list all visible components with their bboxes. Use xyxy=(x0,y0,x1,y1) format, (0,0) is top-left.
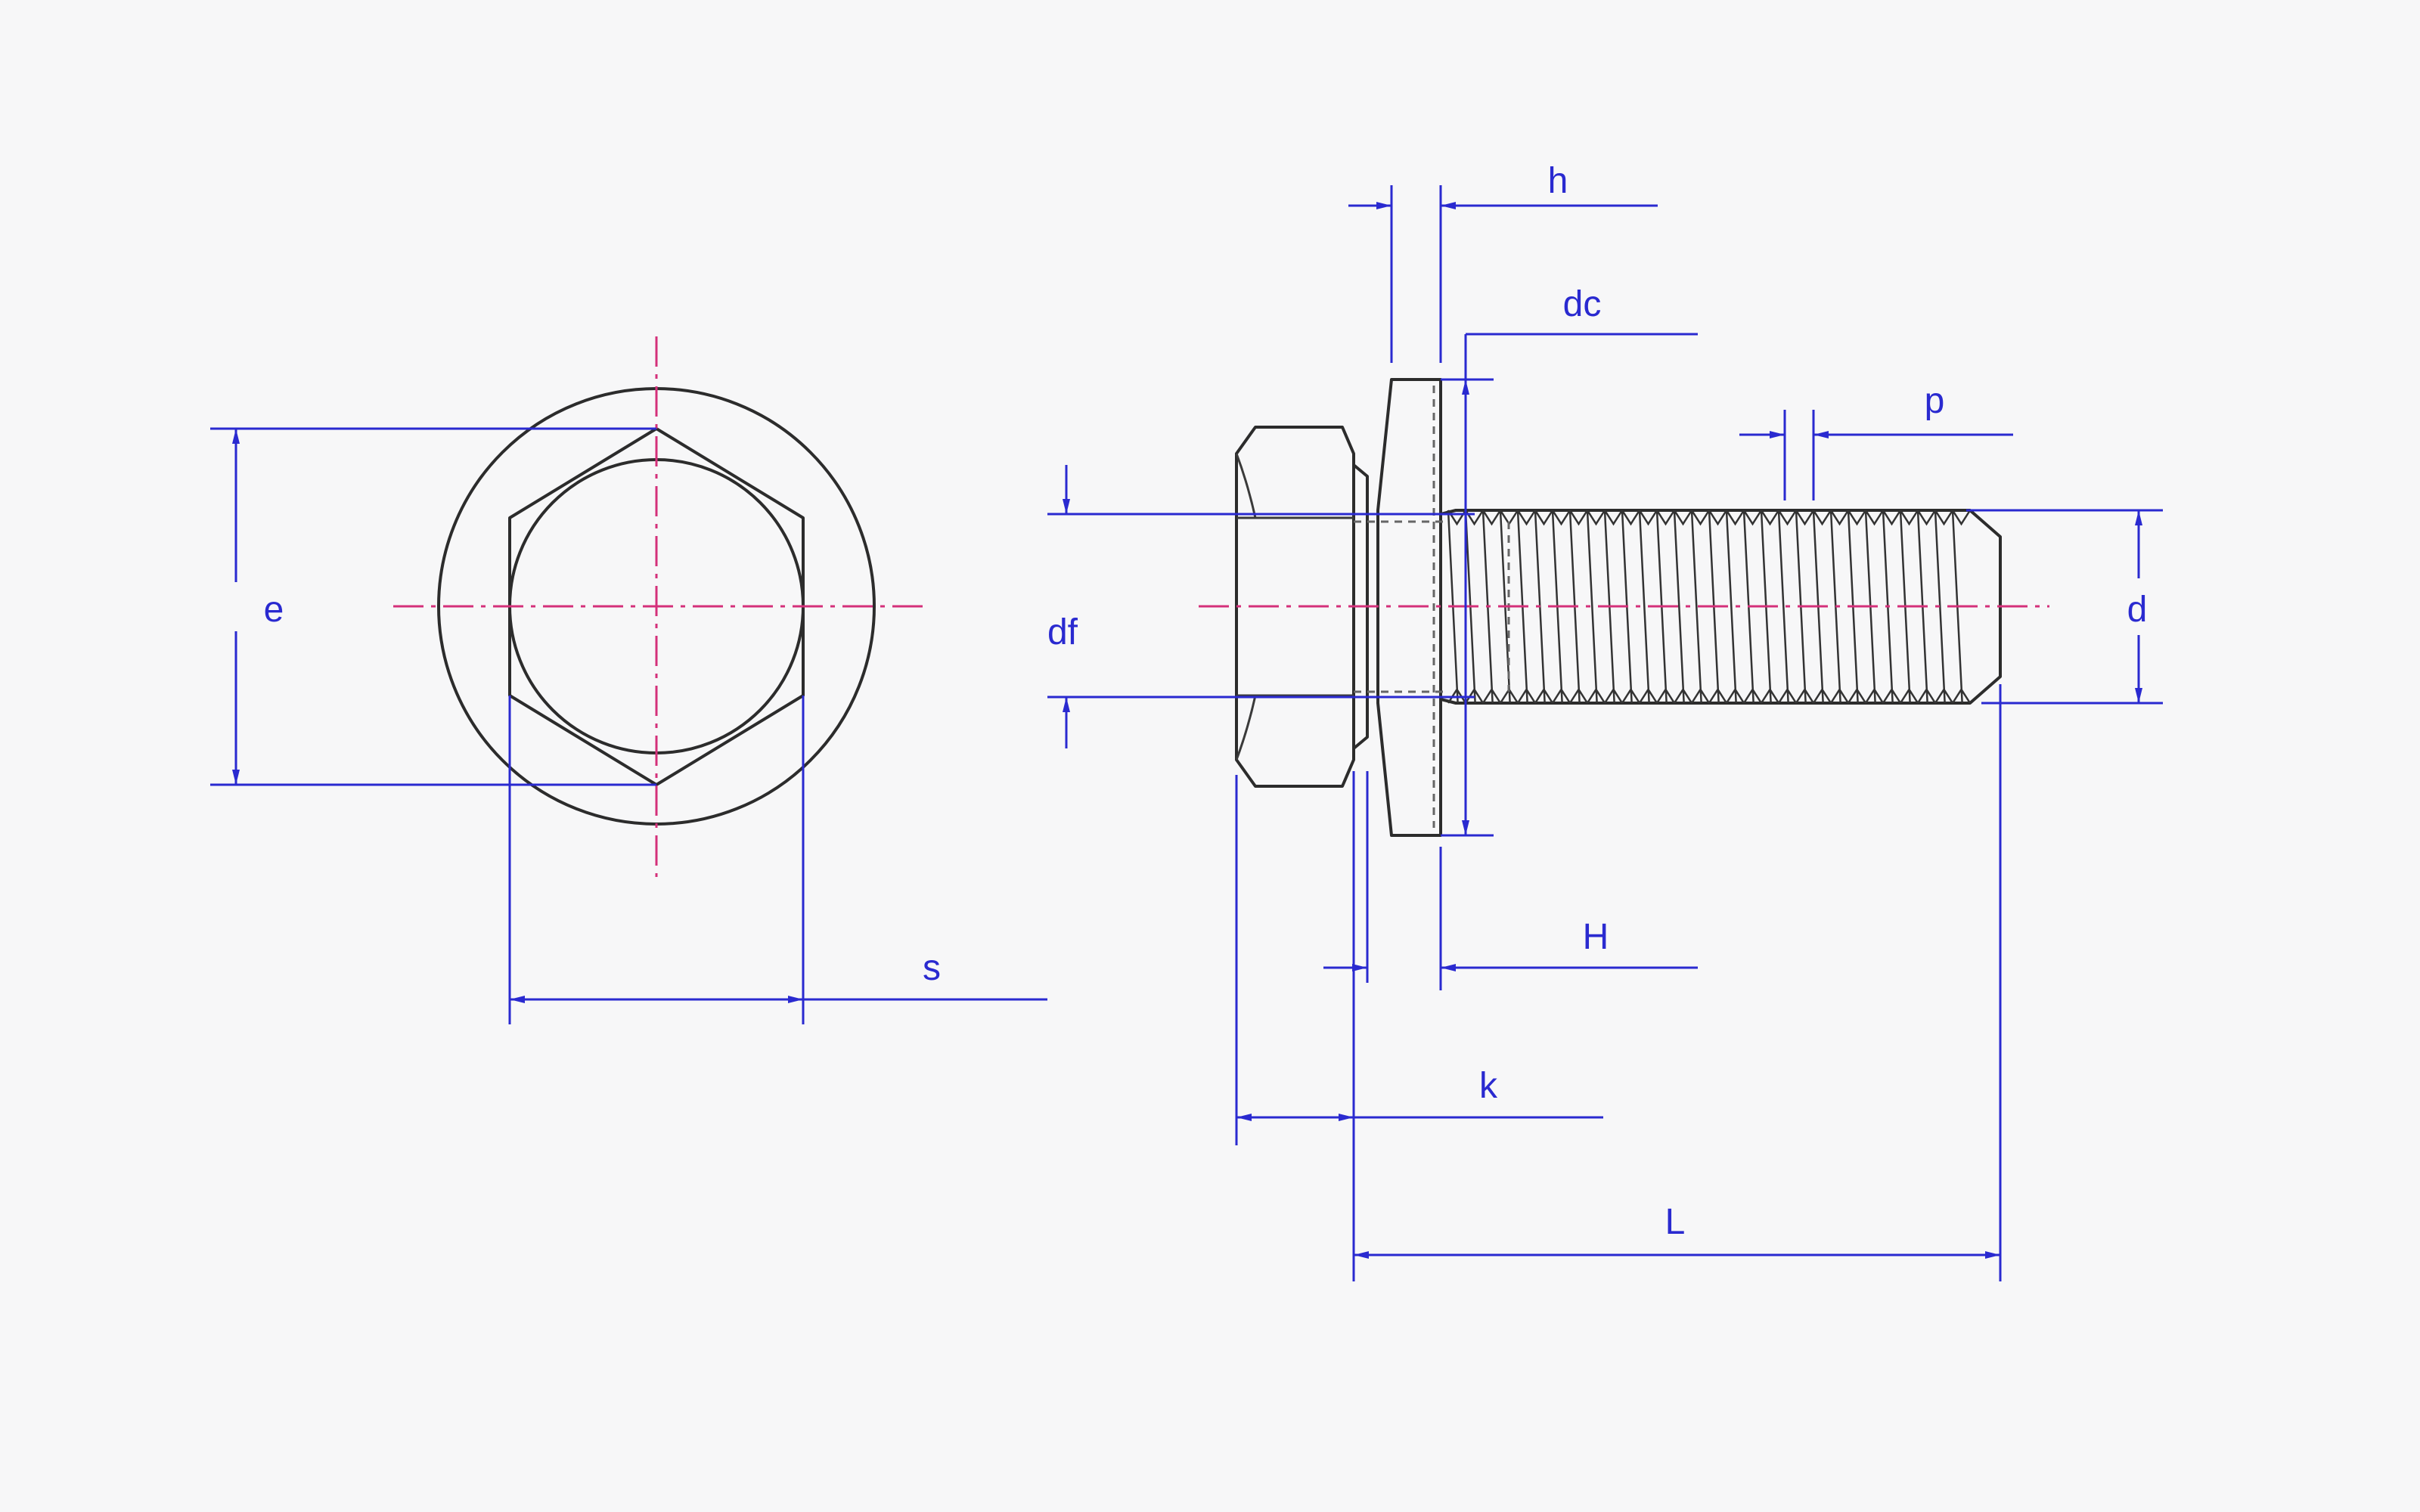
label-dc: dc xyxy=(1563,284,1602,324)
dimension-L: L xyxy=(1354,684,2002,1281)
side-view: h dc p d xyxy=(1047,161,2163,1281)
label-d: d xyxy=(2127,590,2148,630)
dimension-df: df xyxy=(1047,465,1475,748)
label-L: L xyxy=(1665,1202,1686,1242)
dimension-e: e xyxy=(210,427,656,786)
dimension-p: p xyxy=(1739,381,2013,500)
dimension-s: s xyxy=(508,696,1047,1024)
dimension-H: H xyxy=(1323,771,1698,990)
label-s: s xyxy=(923,948,941,988)
dimension-h: h xyxy=(1348,161,1658,363)
label-h: h xyxy=(1548,161,1568,201)
label-H: H xyxy=(1583,917,1609,957)
label-e: e xyxy=(264,590,284,630)
label-df: df xyxy=(1047,612,1078,652)
dimension-k: k xyxy=(1235,771,1603,1281)
label-k: k xyxy=(1479,1066,1498,1106)
dimension-dc: dc xyxy=(1441,284,1698,837)
end-view: e s xyxy=(210,336,1047,1024)
hex-head-side xyxy=(1235,426,1355,788)
label-p: p xyxy=(1925,381,1945,421)
dimension-d: d xyxy=(1966,509,2163,705)
